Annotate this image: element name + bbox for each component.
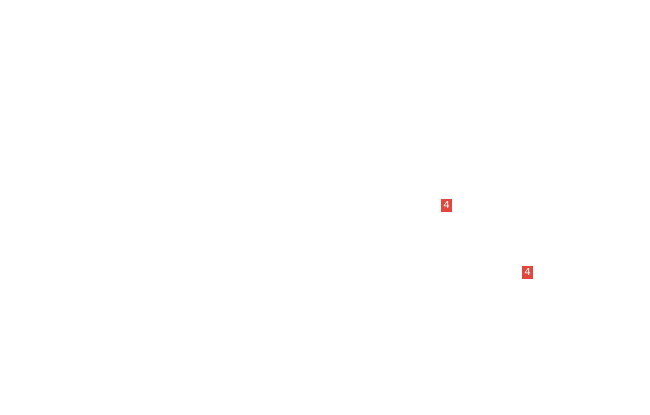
count-badge[interactable]: 4	[441, 199, 452, 212]
count-badge[interactable]: 4	[522, 266, 533, 279]
